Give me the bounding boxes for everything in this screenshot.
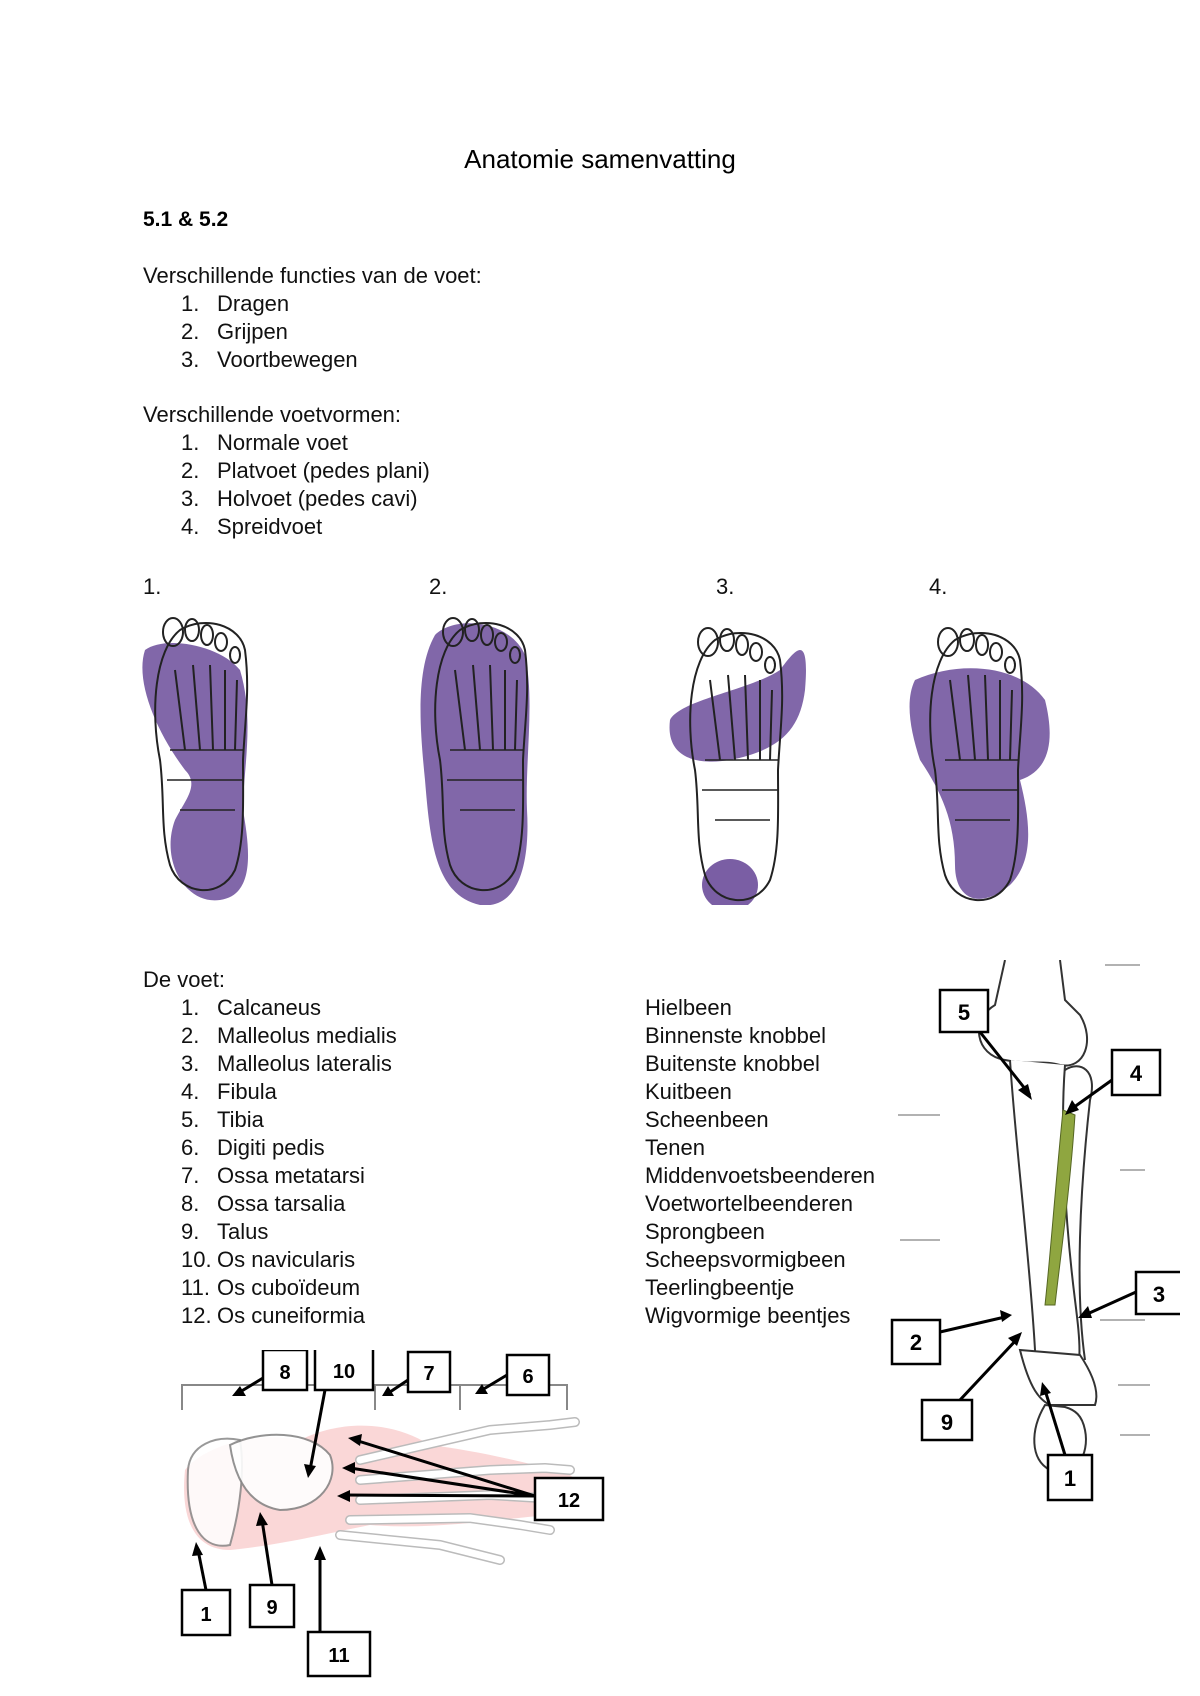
list-item: Teerlingbeentje xyxy=(645,1275,795,1300)
list-item: 1.Dragen xyxy=(181,291,290,316)
foot-label-9: 9 xyxy=(248,1512,296,1629)
list-item: Middenvoetsbeenderen xyxy=(645,1163,875,1188)
foot-shapes-figures xyxy=(142,617,1050,905)
figure-label-2: 2. xyxy=(429,574,448,599)
foot-label-11: 11 xyxy=(306,1546,372,1678)
figure-label-3: 3. xyxy=(716,574,735,599)
foot-shapes-heading: Verschillende voetvormen: xyxy=(143,402,402,427)
list-item: 2.Malleolus medialis xyxy=(181,1023,397,1048)
list-item: 8.Ossa tarsalia xyxy=(181,1191,346,1216)
list-item: Buitenste knobbel xyxy=(645,1051,820,1076)
normal-foot-figure xyxy=(142,617,249,901)
list-item: 1.Calcaneus xyxy=(181,995,321,1020)
leg-label-4: 4 xyxy=(1065,1048,1162,1115)
svg-text:12: 12 xyxy=(558,1490,580,1512)
leg-label-5: 5 xyxy=(938,988,1032,1100)
list-item: 2.Platvoet (pedes plani) xyxy=(181,458,430,483)
list-item: 4.Spreidvoet xyxy=(181,514,323,539)
list-item: Wigvormige beentjes xyxy=(645,1303,851,1328)
list-item: 6.Digiti pedis xyxy=(181,1135,325,1160)
list-item: 4.Fibula xyxy=(181,1079,277,1104)
foot-label-1: 1 xyxy=(180,1542,232,1637)
figure-label-4: 4. xyxy=(929,574,948,599)
foot-bones-dutch-list: Hielbeen Binnenste knobbel Buitenste kno… xyxy=(645,994,875,1330)
svg-text:8: 8 xyxy=(279,1362,290,1384)
leg-label-2: 2 xyxy=(890,1310,1012,1366)
svg-text:10: 10 xyxy=(333,1361,355,1383)
list-item: 2.Grijpen xyxy=(181,319,288,344)
svg-text:1: 1 xyxy=(200,1604,211,1626)
page-title: Anatomie samenvatting xyxy=(464,144,736,174)
list-item: Binnenste knobbel xyxy=(645,1023,827,1048)
flat-foot-figure xyxy=(420,617,530,905)
list-item: 12.Os cuneiformia xyxy=(181,1303,365,1328)
list-item: 7.Ossa metatarsi xyxy=(181,1163,365,1188)
functions-heading: Verschillende functies van de voet: xyxy=(143,263,482,288)
list-item: 11.Os cuboïdeum xyxy=(181,1275,361,1300)
list-item: Sprongbeen xyxy=(645,1219,765,1244)
svg-text:7: 7 xyxy=(423,1363,434,1385)
list-item: 10.Os navicularis xyxy=(181,1247,356,1272)
list-item: Scheenbeen xyxy=(645,1107,769,1132)
list-item: 1.Normale voet xyxy=(181,430,348,455)
foot-bones-latin-list: 1.Calcaneus 2.Malleolus medialis 3.Malle… xyxy=(143,994,397,1330)
spread-foot-figure xyxy=(909,627,1050,902)
svg-text:9: 9 xyxy=(941,1410,953,1435)
functions-list: 1.Dragen 2.Grijpen 3.Voortbewegen xyxy=(143,290,358,374)
foot-label-6: 6 xyxy=(475,1353,551,1397)
leg-label-9: 9 xyxy=(920,1332,1022,1442)
list-item: 9.Talus xyxy=(181,1219,269,1244)
svg-text:6: 6 xyxy=(522,1366,533,1388)
foot-shapes-list: 1.Normale voet 2.Platvoet (pedes plani) … xyxy=(143,429,430,541)
list-item: 5.Tibia xyxy=(181,1107,264,1132)
figure-label-1: 1. xyxy=(143,574,162,599)
list-item: Kuitbeen xyxy=(645,1079,732,1104)
section-heading: 5.1 & 5.2 xyxy=(143,208,229,231)
foot-bones-heading: De voet: xyxy=(143,967,225,992)
foot-label-10: 10 xyxy=(304,1350,375,1478)
svg-text:11: 11 xyxy=(328,1645,349,1667)
foot-label-8: 8 xyxy=(232,1350,309,1396)
svg-text:1: 1 xyxy=(1064,1466,1076,1491)
foot-bones-diagram: 8 10 7 6 12 1 9 xyxy=(180,1350,605,1678)
list-item: 3.Holvoet (pedes cavi) xyxy=(181,486,418,511)
svg-text:9: 9 xyxy=(266,1597,277,1619)
list-item: Scheepsvormigbeen xyxy=(645,1247,846,1272)
svg-text:5: 5 xyxy=(958,1000,970,1025)
svg-text:2: 2 xyxy=(910,1330,922,1355)
list-item: Hielbeen xyxy=(645,995,732,1020)
list-item: 3.Voortbewegen xyxy=(181,347,358,372)
list-item: Tenen xyxy=(645,1135,705,1160)
list-item: Voetwortelbeenderen xyxy=(645,1191,853,1216)
foot-label-7: 7 xyxy=(382,1350,452,1396)
svg-text:4: 4 xyxy=(1130,1061,1143,1086)
leg-bones-diagram: 5 4 3 2 9 1 xyxy=(890,960,1180,1502)
hollow-foot-figure xyxy=(669,627,806,905)
foot-label-12: 12 xyxy=(337,1434,605,1522)
leg-label-3: 3 xyxy=(1078,1270,1180,1318)
leg-label-1: 1 xyxy=(1040,1382,1094,1502)
list-item: 3.Malleolus lateralis xyxy=(181,1051,392,1076)
svg-text:3: 3 xyxy=(1153,1282,1165,1307)
